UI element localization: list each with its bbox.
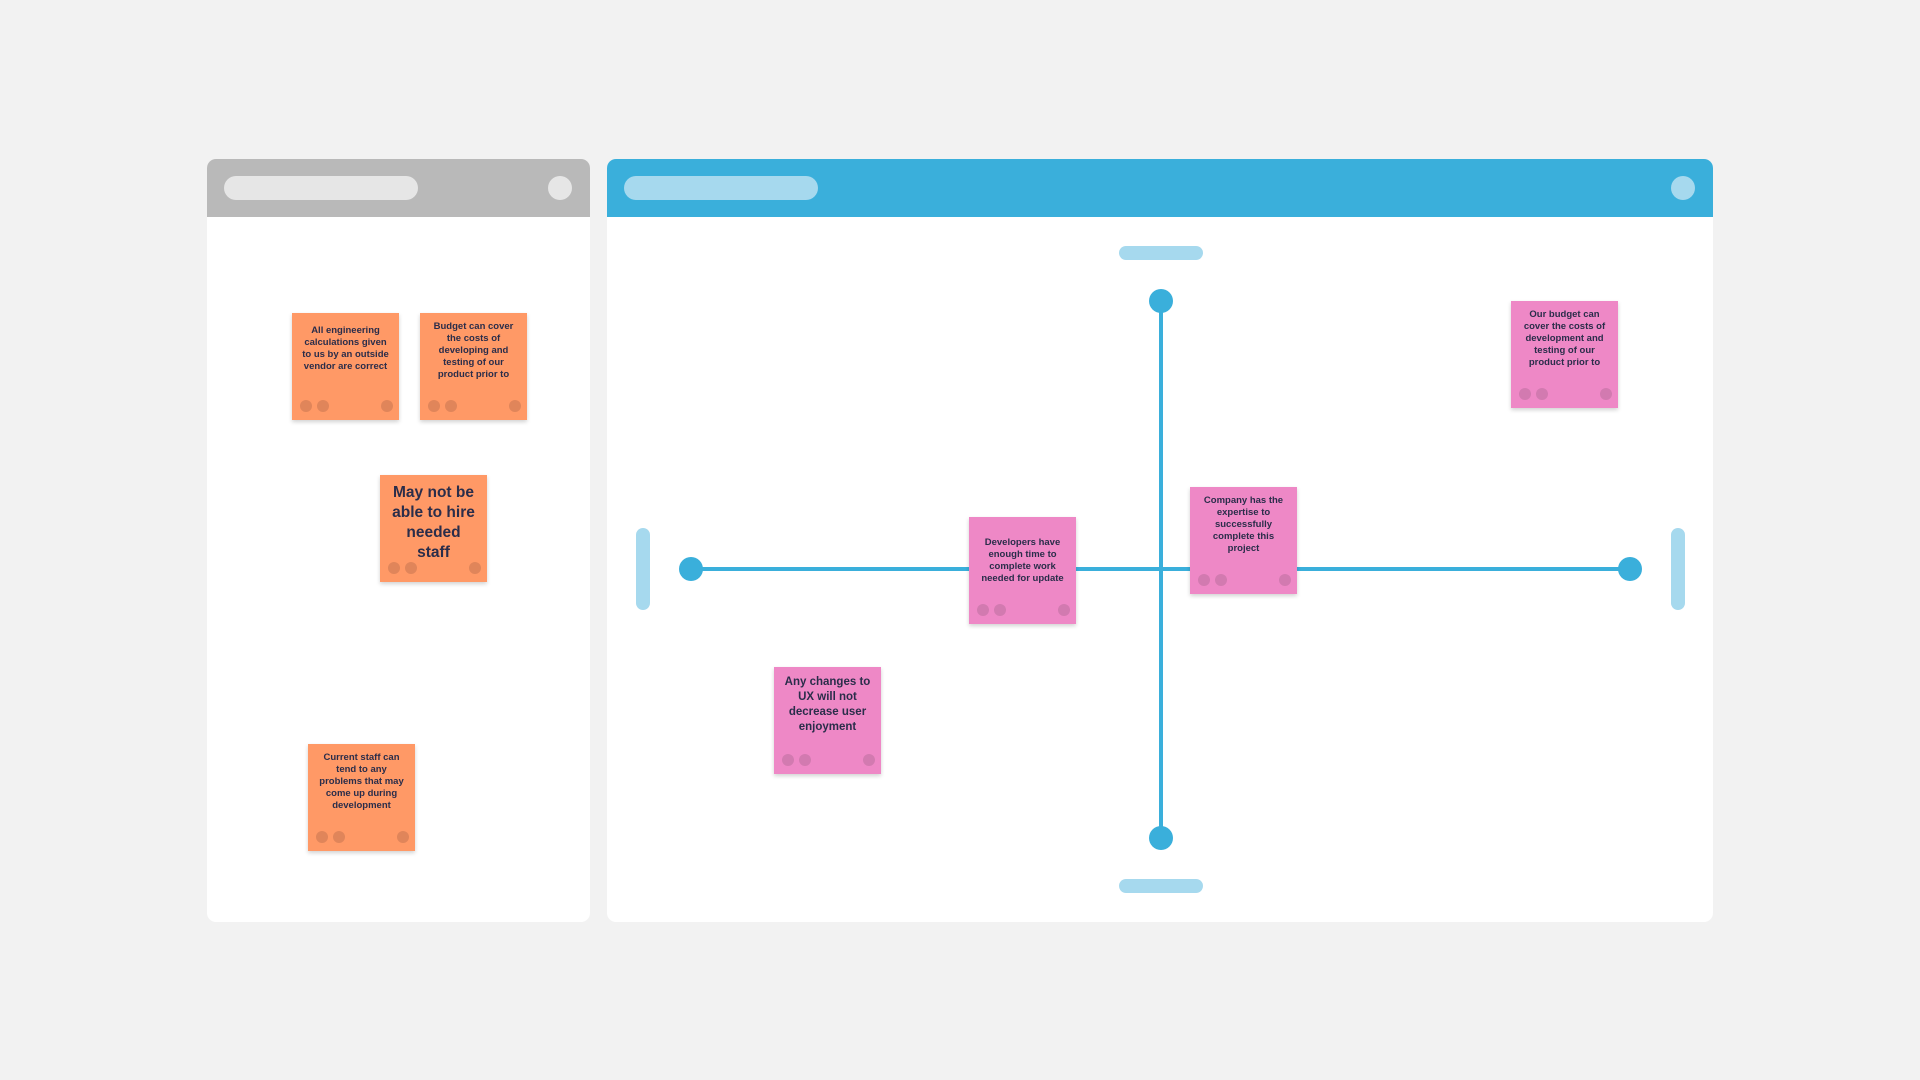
sticky-note-dot-icon: [1198, 574, 1210, 586]
sticky-note-text: All engineering calculations given to us…: [302, 325, 389, 372]
sticky-note-dot-icon: [300, 400, 312, 412]
sticky-note[interactable]: Company has the expertise to successfull…: [1190, 487, 1297, 594]
sticky-note-dot-icon: [388, 562, 400, 574]
right-axis-label-placeholder: [1671, 528, 1685, 610]
sticky-note[interactable]: Any changes to UX will not decrease user…: [774, 667, 881, 774]
sticky-note-dot-icon: [445, 400, 457, 412]
sticky-note[interactable]: Our budget can cover the costs of develo…: [1511, 301, 1618, 408]
sticky-note-dot-icon: [469, 562, 481, 574]
sticky-note[interactable]: Current staff can tend to any problems t…: [308, 744, 415, 851]
sticky-note-dot-icon: [994, 604, 1006, 616]
sticky-note[interactable]: May not be able to hire needed staff: [380, 475, 487, 582]
sticky-note-dot-icon: [1536, 388, 1548, 400]
sticky-note-dot-icon: [977, 604, 989, 616]
sticky-note-text: May not be able to hire needed staff: [392, 484, 475, 561]
sticky-note-dot-icon: [782, 754, 794, 766]
sticky-note-dot-icon: [1600, 388, 1612, 400]
top-axis-handle[interactable]: [1149, 289, 1173, 313]
sticky-note-dot-icon: [333, 831, 345, 843]
sticky-note-dot-icon: [1519, 388, 1531, 400]
sticky-note-text: Any changes to UX will not decrease user…: [784, 676, 871, 733]
horizontal-axis-line: [691, 567, 1630, 571]
right-panel-menu-dot-icon[interactable]: [1671, 176, 1695, 200]
sticky-note-text: Current staff can tend to any problems t…: [319, 752, 404, 811]
sticky-note-text: Budget can cover the costs of developing…: [433, 321, 514, 380]
sticky-note-dot-icon: [509, 400, 521, 412]
left-panel-title-placeholder: [224, 176, 418, 200]
sticky-note[interactable]: Developers have enough time to complete …: [969, 517, 1076, 624]
sticky-note-dot-icon: [1215, 574, 1227, 586]
sticky-note-dot-icon: [405, 562, 417, 574]
sticky-note-dot-icon: [428, 400, 440, 412]
sticky-note-dot-icon: [317, 400, 329, 412]
left-axis-handle[interactable]: [679, 557, 703, 581]
sticky-note-dot-icon: [1279, 574, 1291, 586]
left-axis-label-placeholder: [636, 528, 650, 610]
sticky-note[interactable]: Budget can cover the costs of developing…: [420, 313, 527, 420]
sticky-note[interactable]: All engineering calculations given to us…: [292, 313, 399, 420]
sticky-note-text: Our budget can cover the costs of develo…: [1523, 309, 1606, 368]
bottom-axis-label-placeholder: [1119, 879, 1203, 893]
sticky-note-dot-icon: [316, 831, 328, 843]
sticky-note-dot-icon: [799, 754, 811, 766]
sticky-note-text: Company has the expertise to successfull…: [1203, 495, 1284, 554]
right-panel-header: [607, 159, 1713, 217]
top-axis-label-placeholder: [1119, 246, 1203, 260]
bottom-axis-handle[interactable]: [1149, 826, 1173, 850]
right-panel-title-placeholder: [624, 176, 818, 200]
sticky-note-dot-icon: [381, 400, 393, 412]
left-panel-menu-dot-icon[interactable]: [548, 176, 572, 200]
sticky-note-text: Developers have enough time to complete …: [981, 537, 1064, 584]
right-axis-handle[interactable]: [1618, 557, 1642, 581]
sticky-note-dot-icon: [1058, 604, 1070, 616]
sticky-note-dot-icon: [397, 831, 409, 843]
left-panel-header: [207, 159, 590, 217]
sticky-note-dot-icon: [863, 754, 875, 766]
